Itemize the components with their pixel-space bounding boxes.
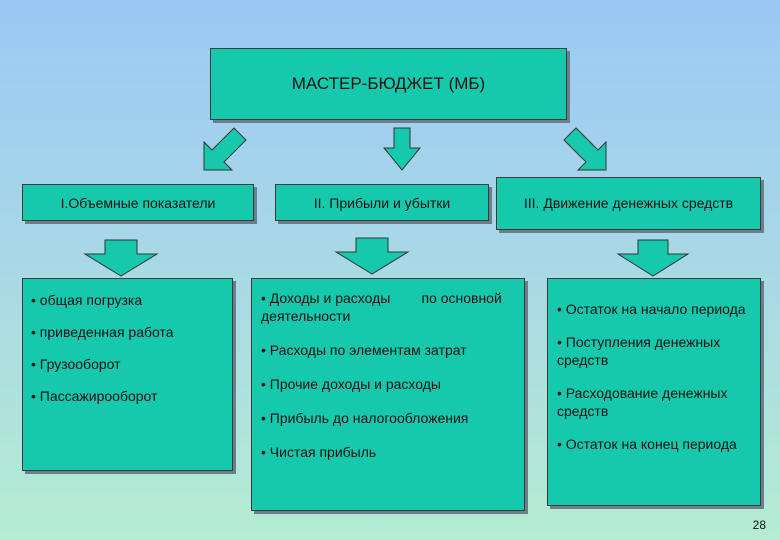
section-heading-label: II. Прибыли и убытки — [313, 194, 451, 211]
master-budget-box: МАСТЕР-БЮДЖЕТ (МБ) — [210, 48, 567, 120]
list-item: • Расходы по элементам затрат — [261, 342, 467, 358]
list-item: • Прибыль до налогообложения — [261, 410, 469, 426]
profit-loss-box: • Доходы и расходы по основной деятельно… — [251, 278, 525, 511]
arrow-down-icon — [334, 237, 410, 275]
list-item: • Грузооборот — [31, 356, 121, 372]
list-item: • Поступления денежных средств — [557, 334, 721, 368]
section-heading-label: I.Объемные показатели — [60, 194, 216, 211]
section-heading-cashflow: III. Движение денежных средств — [496, 177, 761, 230]
section-heading-profit: II. Прибыли и убытки — [275, 184, 489, 221]
list-item: • Доходы и расходы по основной деятельно… — [261, 290, 506, 324]
arrow-down-left-icon — [203, 127, 247, 171]
arrow-down-right-icon — [563, 127, 607, 171]
section-heading-label: III. Движение денежных средств — [523, 195, 734, 211]
list-item: • Расходование денежных средств — [557, 385, 728, 419]
list-item: • Чистая прибыль — [261, 444, 377, 460]
arrow-down-icon — [83, 239, 159, 277]
section-heading-volume: I.Объемные показатели — [22, 184, 254, 221]
list-item: • Пассажирооборот — [31, 388, 158, 404]
list-item: • общая погрузка — [31, 292, 143, 308]
page-number: 28 — [752, 518, 766, 532]
volume-indicators-box: • общая погрузка • приведенная работа • … — [22, 278, 233, 471]
master-budget-title: МАСТЕР-БЮДЖЕТ (МБ) — [291, 74, 486, 93]
arrow-down-icon — [382, 127, 422, 171]
list-item: • Прочие доходы и расходы — [261, 376, 441, 392]
list-item: • приведенная работа — [31, 324, 174, 340]
arrow-down-icon — [616, 239, 690, 277]
list-item: • Остаток на конец периода — [557, 436, 737, 452]
list-item: • Остаток на начало периода — [557, 301, 746, 317]
cash-flow-box: • Остаток на начало периода • Поступлени… — [547, 278, 761, 506]
